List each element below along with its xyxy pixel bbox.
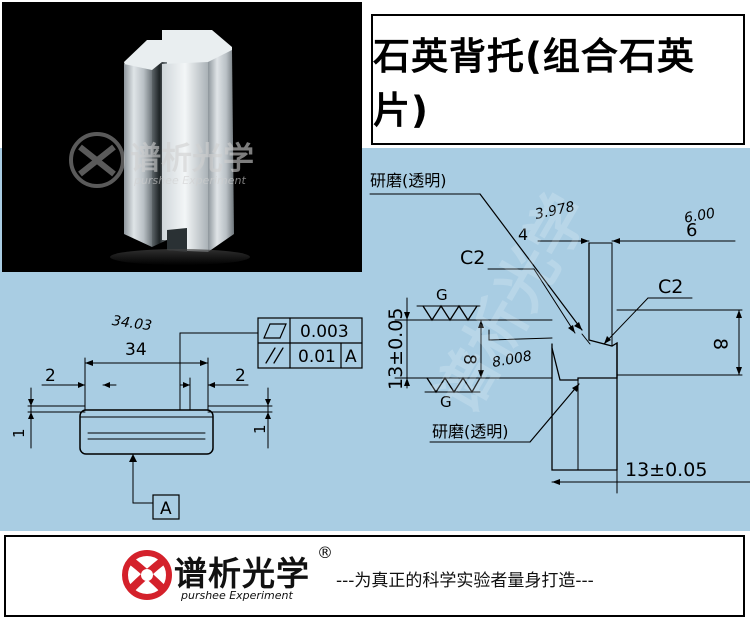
title-box: 石英背托(组合石英片)	[371, 14, 745, 145]
parallelism-icon	[265, 347, 276, 364]
svg-text:G: G	[440, 393, 452, 411]
part-outline	[79, 409, 214, 455]
dim-total-measured: 34.03	[111, 313, 153, 334]
chamfer-right: C2	[658, 276, 683, 298]
side-view-drawing: 34 34.03 2 2 1 1	[10, 313, 363, 520]
footer: 谱析光学 ® purshee Experiment ---为真正的科学实验者量身…	[4, 535, 745, 617]
datum-box	[152, 494, 180, 520]
dim-thickness-right: 1	[251, 424, 269, 434]
grind-label-bottom: 研磨(透明)	[432, 422, 509, 441]
dim-6-measured: 6.00	[683, 205, 717, 226]
footer-tagline: ---为真正的科学实验者量身打造---	[336, 571, 594, 591]
photo-watermark-cn: 谱析光学	[130, 141, 254, 177]
dim-4: 4	[518, 225, 528, 244]
footer-brand-cn: 谱析光学	[174, 554, 310, 593]
tolerance-frame: 0.003 0.01 A	[257, 317, 363, 369]
product-photo: 谱析光学 purshee Experiment	[2, 2, 362, 272]
quartz-holder-illustration: 谱析光学 purshee Experiment	[2, 2, 362, 272]
datum-label: A	[160, 499, 172, 519]
dim-8-right: 8	[709, 338, 731, 350]
dim-left: 2	[45, 366, 56, 386]
cross-section-drawing: 研磨(透明) 4 3.978 6 6.00 C2 C2 G	[369, 171, 750, 494]
dim-right: 2	[235, 366, 246, 386]
dim-width: 13±0.05	[625, 459, 707, 481]
tolerance-datum: A	[345, 347, 357, 367]
dim-total: 34	[125, 340, 147, 360]
svg-text:G: G	[436, 286, 448, 304]
registered-mark: ®	[317, 543, 333, 562]
flatness-icon	[263, 323, 287, 339]
dim-6: 6	[686, 220, 697, 241]
brand-logo-icon	[122, 550, 172, 600]
tolerance-parallel: 0.01	[298, 347, 336, 367]
tolerance-flatness: 0.003	[300, 322, 349, 342]
dim-thickness-left: 1	[10, 428, 28, 438]
photo-watermark-en: purshee Experiment	[133, 174, 246, 187]
photo-watermark	[69, 132, 125, 188]
technical-drawing: 34 34.03 2 2 1 1	[10, 171, 750, 520]
grind-label-top: 研磨(透明)	[370, 171, 447, 190]
chamfer-left: C2	[460, 247, 485, 269]
dim-height: 13±0.05	[385, 308, 407, 390]
footer-brand-en: purshee Experiment	[181, 589, 293, 602]
dim-8-measured: 8.008	[491, 348, 533, 371]
dim-8: 8	[459, 354, 479, 365]
page-title: 石英背托(组合石英片)	[373, 34, 695, 132]
